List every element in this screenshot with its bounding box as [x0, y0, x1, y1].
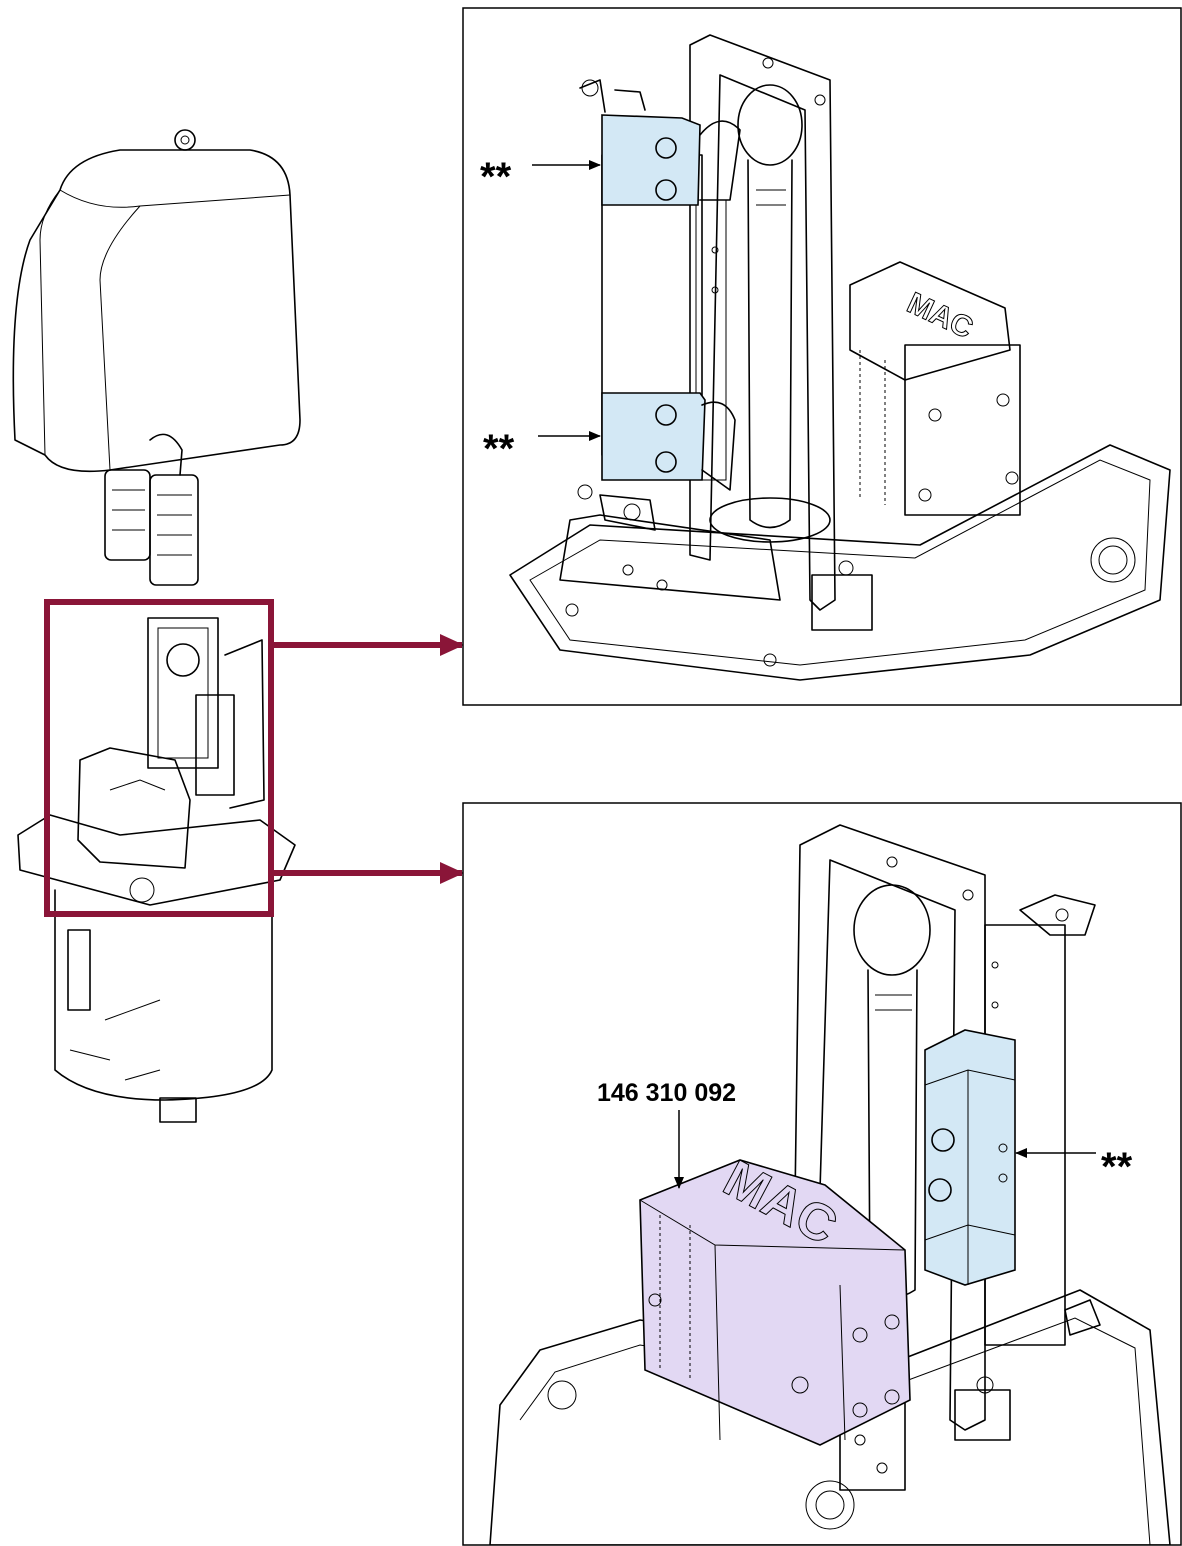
detail-panel-bottom: MAC 146 310 092 ** [462, 802, 1182, 1546]
detail-panel-top: MAC [462, 7, 1182, 706]
base-assembly [17, 617, 296, 1123]
callout-top-lower: ** [483, 427, 515, 471]
side-valve [924, 1029, 1016, 1286]
zoom-highlight-frame [44, 599, 274, 917]
overall-unit-drawing [12, 129, 464, 1123]
cover-hood [12, 129, 301, 473]
callout-part-number: 146 310 092 [597, 1079, 736, 1107]
mufflers [104, 433, 199, 586]
upper-valve [579, 79, 741, 206]
callout-bottom-right: ** [1101, 1145, 1133, 1189]
lower-valve [577, 392, 736, 531]
callout-top-upper: ** [480, 155, 512, 199]
